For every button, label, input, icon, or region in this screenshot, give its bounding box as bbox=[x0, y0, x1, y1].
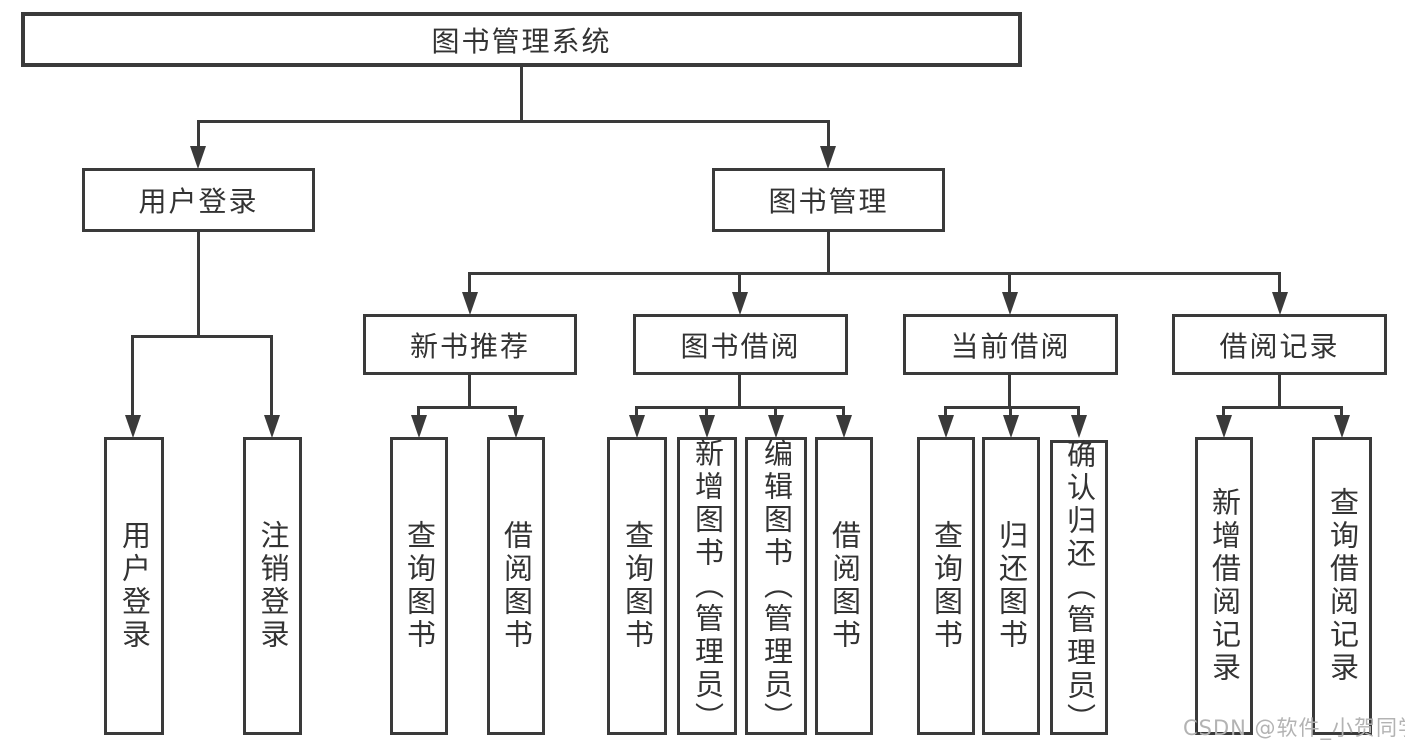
leaf-query-books-bb: 查询图书 bbox=[607, 437, 667, 735]
node-label: 用户登录 bbox=[138, 185, 259, 218]
connector-vline bbox=[738, 375, 741, 406]
arrow-down-icon bbox=[1216, 415, 1232, 438]
connector-vline bbox=[635, 406, 638, 418]
connector-vline bbox=[514, 406, 517, 418]
leaf-add-books-admin: 新增图书（管理员） bbox=[677, 437, 737, 735]
leaf-confirm-return-admin: 确认归还（管理员） bbox=[1050, 439, 1108, 736]
node-borrowing-records: 借阅记录 bbox=[1172, 314, 1387, 375]
node-label: 确认归还（管理员） bbox=[1062, 439, 1097, 736]
connector-vline bbox=[827, 120, 830, 148]
connector-vline bbox=[197, 120, 200, 148]
arrow-down-icon bbox=[462, 292, 478, 315]
connector-vline bbox=[738, 272, 741, 296]
connector-hline bbox=[1222, 406, 1343, 409]
node-label: 查询图书 bbox=[402, 520, 437, 652]
connector-vline bbox=[944, 406, 947, 418]
connector-vline bbox=[1008, 375, 1011, 406]
node-label: 新增借阅记录 bbox=[1207, 487, 1242, 685]
node-label: 当前借阅 bbox=[950, 329, 1071, 363]
arrow-down-icon bbox=[732, 292, 748, 315]
node-book-management: 图书管理 bbox=[712, 168, 945, 232]
connector-vline bbox=[468, 272, 471, 296]
csdn-watermark: CSDN @软件_小贺同学 bbox=[1183, 716, 1405, 740]
connector-vline bbox=[1278, 272, 1281, 296]
connector-vline bbox=[842, 406, 845, 418]
node-label: 注销登录 bbox=[256, 520, 290, 652]
arrow-down-icon bbox=[836, 415, 852, 438]
leaf-borrow-books-rec: 借阅图书 bbox=[487, 437, 545, 735]
connector-vline bbox=[1077, 406, 1080, 418]
arrow-down-icon bbox=[1003, 415, 1019, 438]
leaf-return-books: 归还图书 bbox=[982, 437, 1040, 735]
node-label: 归还图书 bbox=[994, 520, 1029, 652]
node-user-login: 用户登录 bbox=[82, 168, 315, 232]
node-label: 查询借阅记录 bbox=[1325, 487, 1360, 685]
node-current-borrowing: 当前借阅 bbox=[903, 314, 1118, 375]
node-book-borrowing: 图书借阅 bbox=[633, 314, 848, 375]
node-label: 查询图书 bbox=[620, 520, 655, 652]
connector-vline bbox=[1008, 272, 1011, 296]
leaf-edit-books-admin: 编辑图书（管理员） bbox=[745, 437, 807, 735]
connector-vline bbox=[270, 335, 273, 417]
node-label: 编辑图书（管理员） bbox=[759, 437, 794, 735]
connector-vline bbox=[1222, 406, 1225, 418]
arrow-down-icon bbox=[508, 415, 524, 438]
arrow-down-icon bbox=[820, 146, 836, 169]
connector-vline bbox=[131, 335, 134, 417]
node-label: 新增图书（管理员） bbox=[690, 437, 725, 735]
leaf-query-books-cb: 查询图书 bbox=[917, 437, 975, 735]
arrow-down-icon bbox=[190, 146, 206, 169]
connector-hline bbox=[468, 272, 1281, 275]
connector-hline bbox=[944, 406, 1080, 409]
arrow-down-icon bbox=[125, 415, 141, 438]
node-library-system: 图书管理系统 bbox=[21, 12, 1022, 67]
connector-vline bbox=[417, 406, 420, 418]
node-label: 查询图书 bbox=[929, 520, 964, 652]
node-label: 图书管理 bbox=[768, 185, 889, 218]
arrow-down-icon bbox=[1071, 415, 1087, 438]
connector-hline bbox=[197, 120, 830, 123]
connector-vline bbox=[827, 232, 830, 272]
node-label: 借阅记录 bbox=[1219, 329, 1340, 363]
leaf-query-books-rec: 查询图书 bbox=[390, 437, 448, 735]
connector-vline bbox=[468, 375, 471, 406]
node-label: 用户登录 bbox=[117, 520, 152, 652]
arrow-down-icon bbox=[699, 415, 715, 438]
arrow-down-icon bbox=[1002, 292, 1018, 315]
connector-vline bbox=[705, 406, 708, 418]
connector-vline bbox=[197, 232, 200, 335]
arrow-down-icon bbox=[264, 415, 280, 438]
arrow-down-icon bbox=[411, 415, 427, 438]
node-label: 借阅图书 bbox=[827, 520, 862, 652]
connector-hline bbox=[635, 406, 845, 409]
arrow-down-icon bbox=[768, 415, 784, 438]
arrow-down-icon bbox=[1272, 292, 1288, 315]
node-label: 图书管理系统 bbox=[431, 24, 612, 58]
leaf-query-borrow-record: 查询借阅记录 bbox=[1312, 437, 1372, 735]
connector-hline bbox=[131, 335, 273, 338]
connector-vline bbox=[774, 406, 777, 418]
node-label: 新书推荐 bbox=[409, 329, 530, 363]
leaf-logout: 注销登录 bbox=[243, 437, 302, 735]
arrow-down-icon bbox=[629, 415, 645, 438]
node-new-book-recommend: 新书推荐 bbox=[363, 314, 577, 375]
connector-hline bbox=[417, 406, 517, 409]
node-label: 借阅图书 bbox=[499, 520, 534, 652]
node-label: 图书借阅 bbox=[680, 329, 801, 363]
connector-vline bbox=[520, 66, 523, 120]
arrow-down-icon bbox=[938, 415, 954, 438]
connector-vline bbox=[1009, 406, 1012, 418]
leaf-borrow-books-bb: 借阅图书 bbox=[815, 437, 873, 735]
leaf-add-borrow-record: 新增借阅记录 bbox=[1195, 437, 1253, 735]
connector-vline bbox=[1278, 375, 1281, 406]
leaf-user-login: 用户登录 bbox=[104, 437, 164, 735]
arrow-down-icon bbox=[1334, 415, 1350, 438]
connector-vline bbox=[1340, 406, 1343, 418]
